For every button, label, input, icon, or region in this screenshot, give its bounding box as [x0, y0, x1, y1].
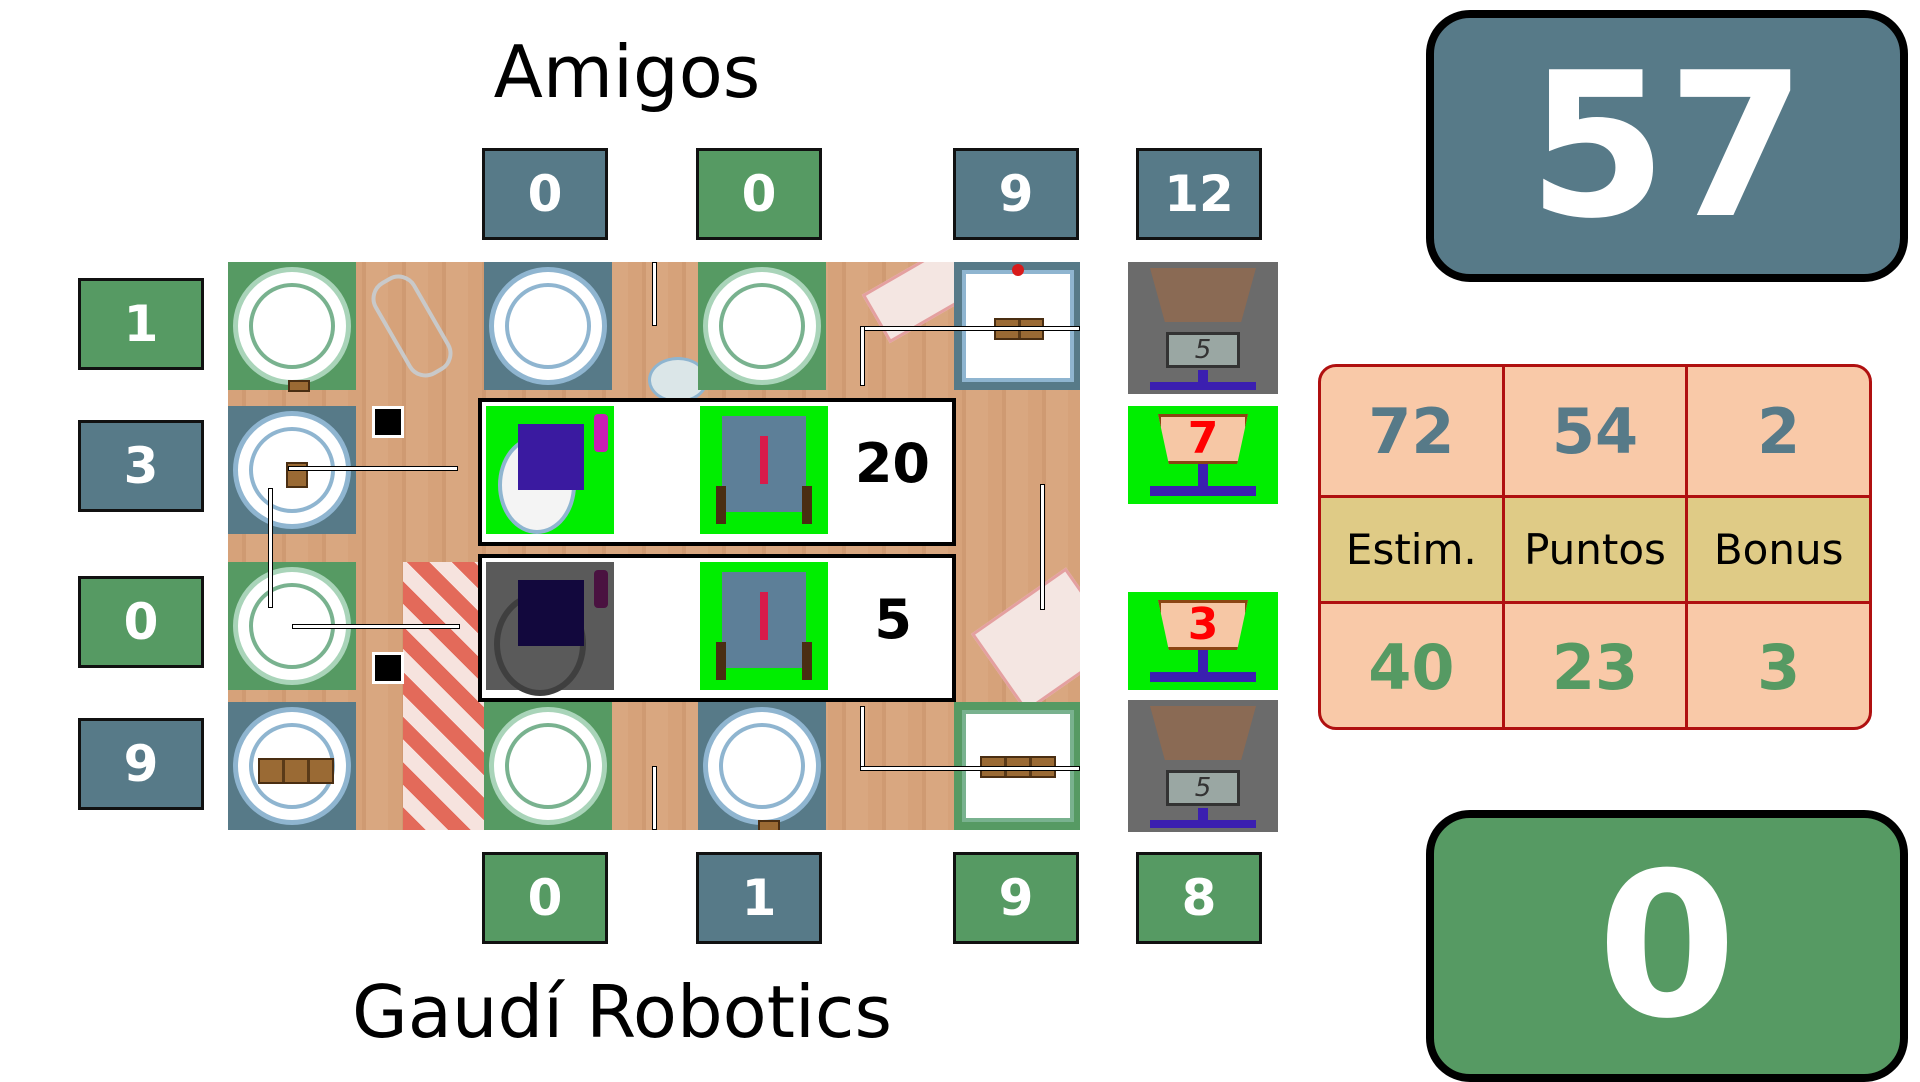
left-counter-4: 9	[78, 718, 204, 810]
tower-top: 5	[1128, 262, 1278, 394]
stats-table: 72 54 2 Estim. Puntos Bonus 40 23 3	[1318, 364, 1872, 730]
plate-icon	[703, 707, 821, 830]
top-counter-2: 0	[696, 148, 822, 240]
board-cell	[228, 702, 356, 830]
scale-icon: 5	[1166, 332, 1240, 368]
robot-icon	[518, 580, 584, 646]
weigh-station-lower: 3	[1128, 592, 1278, 690]
stat-bottom-estim: 40	[1368, 630, 1455, 704]
plate-icon	[233, 707, 351, 825]
robot-tile	[486, 406, 614, 534]
bottom-counter-4: 8	[1136, 852, 1262, 944]
bottom-counter-3: 9	[953, 852, 1079, 944]
napkin-decoration-2	[970, 567, 1080, 713]
traffic-light-icon	[594, 414, 608, 452]
stat-top-estim: 72	[1368, 394, 1455, 468]
plate-icon	[233, 267, 351, 392]
board-cell	[484, 262, 612, 390]
left-counter-2: 3	[78, 420, 204, 512]
plate-icon	[489, 707, 607, 825]
tower-bottom: 5	[1128, 700, 1278, 832]
bottom-counter-1: 0	[482, 852, 608, 944]
stat-label-bonus: Bonus	[1713, 525, 1844, 574]
aruco-marker-icon	[372, 406, 404, 438]
top-counter-3: 9	[953, 148, 1079, 240]
stat-top-puntos: 54	[1551, 394, 1639, 468]
bottom-team-score: 0	[1426, 810, 1908, 1082]
traffic-light-icon	[594, 570, 608, 608]
stat-label-puntos: Puntos	[1524, 525, 1666, 574]
top-counter-1: 0	[482, 148, 608, 240]
waiter-tile	[700, 562, 828, 690]
weigh-value: 7	[1158, 414, 1248, 464]
stat-top-bonus: 2	[1757, 394, 1801, 468]
board-cell	[698, 262, 826, 390]
stat-bottom-bonus: 3	[1757, 630, 1801, 704]
stat-label-estim: Estim.	[1345, 525, 1477, 574]
aruco-marker-icon-2	[372, 652, 404, 684]
bottom-team-name: Gaudí Robotics	[351, 970, 893, 1054]
robot-score: 20	[854, 432, 930, 495]
bucket-icon	[1150, 706, 1256, 760]
top-counter-4: 12	[1136, 148, 1262, 240]
top-team-score: 57	[1426, 10, 1908, 282]
robot-score: 5	[874, 588, 912, 651]
robot-tile	[486, 562, 614, 696]
scale-icon: 5	[1166, 770, 1240, 806]
left-counter-1: 1	[78, 278, 204, 370]
bucket-icon	[1150, 268, 1256, 322]
robot-panel-1: 20	[478, 398, 956, 546]
brick-icon	[258, 758, 334, 784]
plate-icon	[489, 267, 607, 385]
left-counter-3: 0	[78, 576, 204, 668]
top-team-name: Amigos	[493, 30, 761, 114]
board-cell	[228, 262, 356, 392]
robot-panel-2: 5	[478, 554, 956, 702]
game-board	[228, 262, 1080, 830]
robot-icon	[518, 424, 584, 490]
weigh-value: 3	[1158, 600, 1248, 650]
weigh-station-upper: 7	[1128, 406, 1278, 504]
bottom-counter-2: 1	[696, 852, 822, 944]
board-cell	[698, 702, 826, 830]
stat-bottom-puntos: 23	[1551, 630, 1639, 704]
board-cell	[484, 702, 612, 830]
plate-icon	[703, 267, 821, 385]
waiter-tile	[700, 406, 828, 534]
whisk-icon	[364, 267, 460, 385]
